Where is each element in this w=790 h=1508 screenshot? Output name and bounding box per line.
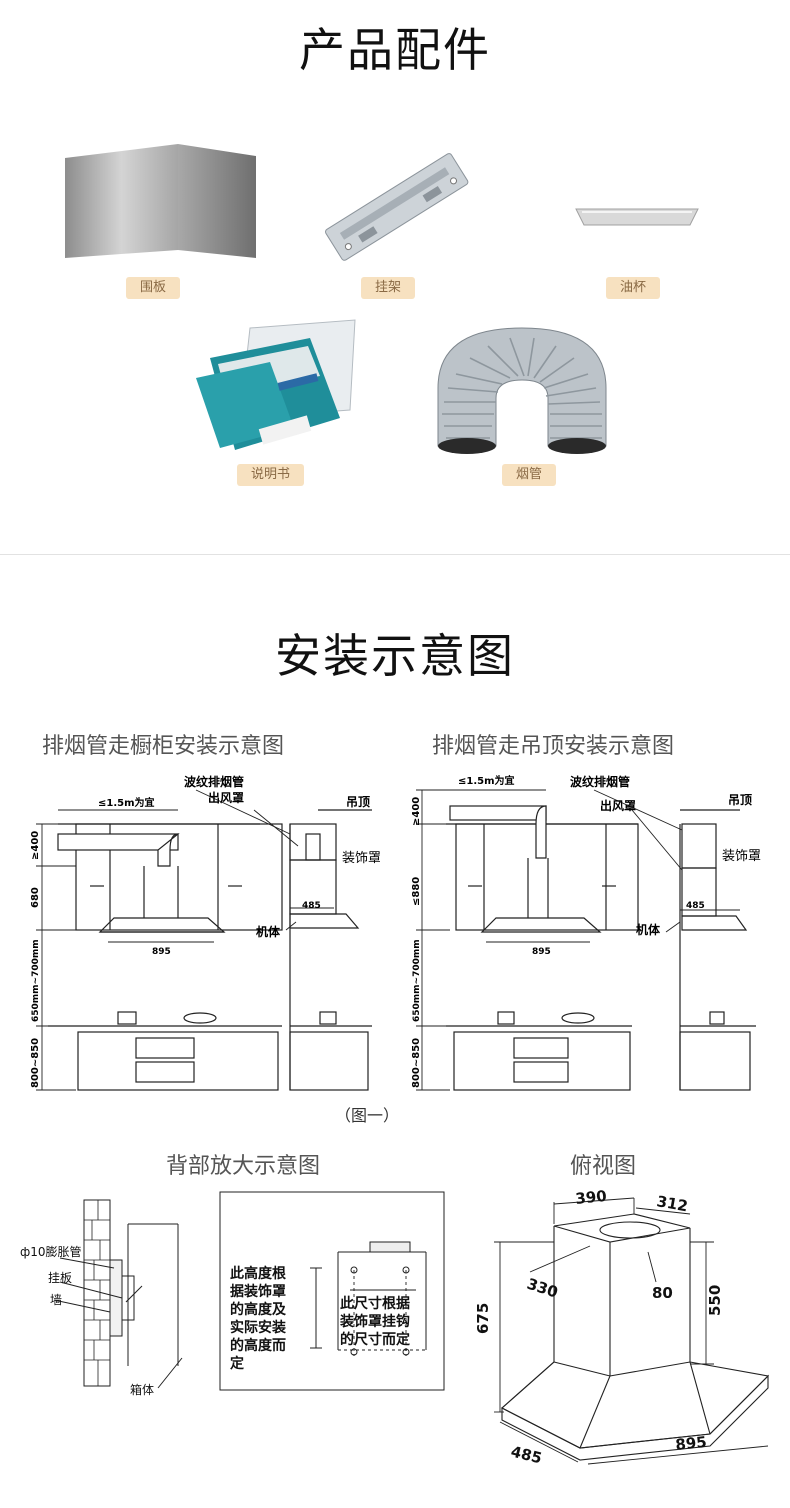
top-390-label: 390 (575, 1187, 608, 1208)
cabinet-cover-label: 装饰罩 (342, 851, 380, 866)
wall-label: 墙 (50, 1293, 62, 1307)
section-divider (0, 554, 790, 555)
ceiling-outlet-label: 出风罩 (600, 798, 636, 813)
bracket-image (325, 153, 469, 261)
ceiling-distance-label: ≤1.5m为宜 (458, 774, 515, 787)
cabinet-body-label: 机体 (256, 924, 281, 939)
top-view-title: 俯视图 (570, 1154, 637, 1179)
install-title: 安装示意图 (275, 629, 515, 683)
cabinet-install-title: 排烟管走橱柜安装示意图 (42, 734, 285, 759)
back-detail-diagram: ф10膨胀管 挂板 墙 箱体 此高度根 据装饰罩 的高度及 实际安装 的高度而 … (20, 1191, 445, 1397)
ceiling-ceiling-label: 吊顶 (728, 793, 752, 807)
cabinet-distance-label: ≤1.5m为宜 (98, 796, 155, 809)
top-550-label: 550 (706, 1285, 724, 1316)
accessory-manual-label: 说明书 (237, 464, 305, 486)
ceiling-400-label: ≥400 (411, 797, 422, 826)
accessory-panel-label: 围板 (126, 277, 181, 299)
cabinet-duct-label: 波纹排烟管 (184, 774, 244, 789)
top-330-label: 330 (525, 1275, 560, 1302)
cabinet-400-label: ≥400 (30, 831, 41, 860)
oil-cup-image (575, 208, 699, 226)
height-note-line2: 据装饰罩 (230, 1283, 286, 1300)
accessory-duct-label: 烟管 (502, 464, 557, 486)
figure-caption: （图一） (335, 1106, 400, 1125)
accessories-title: 产品配件 (299, 23, 491, 77)
size-note-line1: 此尺寸根据 (340, 1295, 410, 1312)
box-label: 箱体 (130, 1382, 154, 1397)
accessory-bracket-label: 挂架 (361, 277, 416, 299)
cabinet-install-diagram: ≤1.5m为宜 波纹排烟管 出风罩 吊顶 装饰罩 机体 485 895 ≥400… (30, 774, 380, 1091)
ceiling-body-label: 机体 (636, 922, 661, 937)
manual-image (196, 319, 356, 450)
cabinet-485-label: 485 (302, 901, 321, 911)
ceiling-650-label: 650mm~700mm (412, 939, 422, 1022)
back-detail-title: 背部放大示意图 (166, 1154, 321, 1179)
accessory-oil-cup-label: 油杯 (606, 277, 661, 299)
ceiling-895-label: 895 (532, 947, 551, 957)
height-note-line6: 定 (230, 1355, 244, 1372)
ceiling-install-title: 排烟管走吊顶安装示意图 (432, 734, 675, 759)
height-note-line5: 的高度而 (230, 1337, 286, 1354)
top-895-label: 895 (675, 1433, 708, 1454)
top-view-diagram: 390 312 330 80 550 675 485 895 (474, 1187, 770, 1467)
cabinet-outlet-label: 出风罩 (208, 790, 244, 805)
height-note-line1: 此高度根 (230, 1265, 287, 1282)
ceiling-800-label: 800~850 (411, 1038, 422, 1088)
expansion-pipe-label: ф10膨胀管 (20, 1244, 82, 1259)
height-note-line4: 实际安装 (230, 1319, 287, 1336)
hanging-plate-label: 挂板 (48, 1271, 72, 1285)
top-485-label: 485 (509, 1442, 544, 1467)
cabinet-895-label: 895 (152, 947, 171, 957)
top-80-label: 80 (652, 1284, 673, 1302)
cabinet-650-label: 650mm~700mm (31, 939, 41, 1022)
ceiling-duct-label: 波纹排烟管 (570, 774, 630, 789)
top-675-label: 675 (474, 1303, 492, 1334)
cabinet-800-label: 800~850 (30, 1038, 41, 1088)
duct-image (437, 327, 607, 454)
panel-image (65, 144, 256, 258)
cabinet-ceiling-label: 吊顶 (346, 795, 370, 809)
ceiling-install-diagram: ≤1.5m为宜 波纹排烟管 出风罩 吊顶 装饰罩 机体 485 895 ≥400… (411, 774, 761, 1091)
size-note-line2: 装饰罩挂钩 (339, 1313, 410, 1330)
ceiling-880-label: ≤880 (411, 877, 422, 906)
ceiling-cover-label: 装饰罩 (722, 849, 761, 864)
height-note-line3: 的高度及 (230, 1301, 287, 1318)
size-note-line3: 的尺寸而定 (340, 1331, 410, 1348)
cabinet-680-label: 680 (30, 887, 41, 908)
ceiling-485-label: 485 (686, 901, 705, 911)
top-312-label: 312 (655, 1192, 689, 1215)
